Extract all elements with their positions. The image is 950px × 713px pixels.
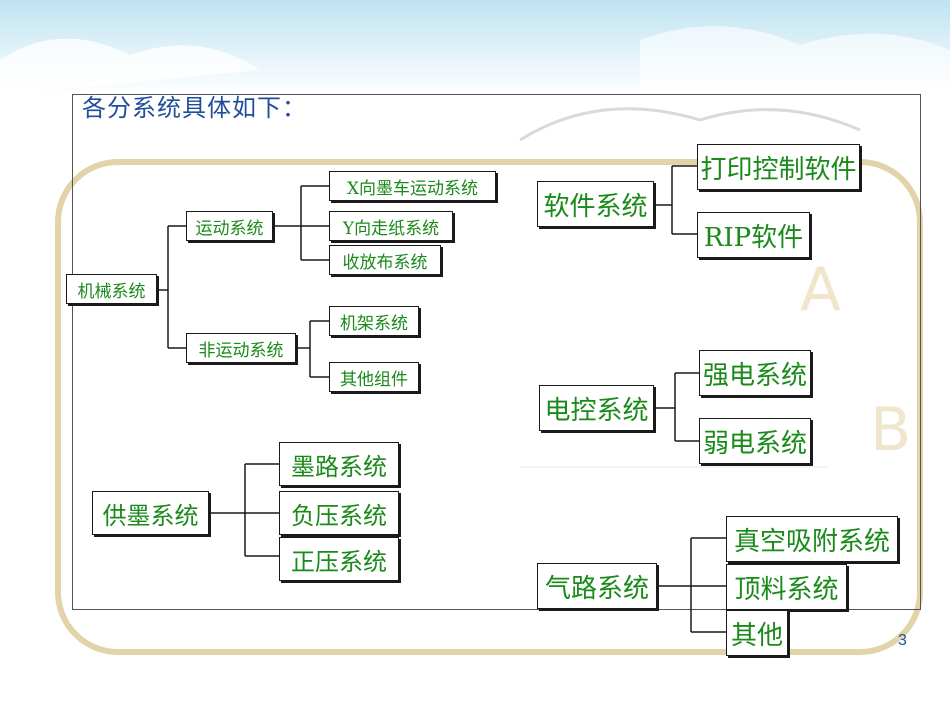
node-cloth-feed-system: 收放布系统 [329, 245, 441, 275]
node-material-lift-system: 顶料系统 [726, 564, 847, 610]
node-strong-current-system: 强电系统 [699, 350, 811, 396]
node-weak-current-system: 弱电系统 [699, 418, 811, 464]
page-title: 各分系统具体如下： [82, 94, 307, 122]
node-software-system: 软件系统 [537, 181, 654, 227]
node-rip-software: RIP软件 [697, 212, 810, 258]
node-electrical-control-system: 电控系统 [539, 385, 654, 431]
page-number: 3 [898, 632, 907, 649]
node-nonmotion-system: 非运动系统 [186, 333, 296, 363]
node-ink-path-system: 墨路系统 [279, 442, 399, 486]
node-negative-pressure-system: 负压系统 [279, 491, 399, 535]
node-frame-system: 机架系统 [329, 306, 419, 336]
node-other-components: 其他组件 [329, 362, 419, 392]
node-y-paper-feed-system: Y向走纸系统 [329, 211, 453, 241]
node-motion-system: 运动系统 [186, 211, 273, 241]
node-print-control-software: 打印控制软件 [697, 144, 860, 190]
node-other: 其他 [726, 610, 788, 656]
content-frame [72, 94, 921, 610]
svg-text:A: A [800, 255, 841, 325]
node-vacuum-suction-system: 真空吸附系统 [726, 516, 898, 562]
node-mechanical-system: 机械系统 [66, 274, 157, 304]
node-pneumatic-system: 气路系统 [537, 563, 657, 609]
node-positive-pressure-system: 正压系统 [279, 537, 399, 581]
svg-text:B: B [870, 395, 911, 465]
node-ink-supply-system: 供墨系统 [92, 491, 209, 535]
node-x-carriage-system: X向墨车运动系统 [329, 171, 496, 201]
